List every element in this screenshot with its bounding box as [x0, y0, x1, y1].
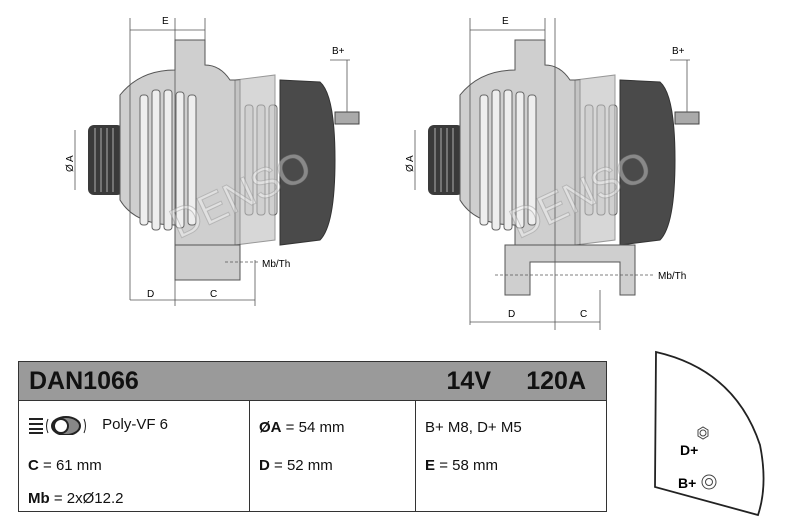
- label-e: E: [502, 16, 509, 27]
- label-b-plus: B+: [332, 46, 345, 57]
- label-mb-th: Mb/Th: [658, 271, 686, 282]
- amperage: 120A: [526, 367, 586, 395]
- pulley-spec: Poly-VF 6: [28, 415, 169, 436]
- d-spec: D = 52 mm: [259, 457, 333, 474]
- d-plus-terminal-icon: [697, 426, 709, 440]
- spec-column-1: Poly-VF 6 C = 61 mm Mb = 2xØ12.2: [19, 401, 250, 511]
- label-c: C: [580, 309, 587, 320]
- b-plus-label: B+: [678, 475, 696, 491]
- label-b-plus: B+: [672, 46, 685, 57]
- label-d: D: [147, 289, 154, 300]
- pulley-clutch-icon: [29, 416, 86, 436]
- spec-column-3: B+ M8, D+ M5 E = 58 mm: [416, 401, 606, 511]
- c-spec: C = 61 mm: [28, 457, 102, 474]
- voltage: 14V: [446, 367, 491, 395]
- alternator-left-view: E B+ Ø A D C Mb/Th DENSO: [65, 16, 360, 306]
- label-e: E: [162, 16, 169, 27]
- a-spec: ØA = 54 mm: [259, 419, 345, 436]
- alternator-right-view: E B+ Ø A D C Mb/Th DENSO: [405, 16, 700, 330]
- part-number: DAN1066: [29, 367, 139, 395]
- label-mb-th: Mb/Th: [262, 259, 290, 270]
- terminal-view: D+ B+: [654, 350, 765, 517]
- label-diameter-a: Ø A: [65, 155, 76, 172]
- e-spec: E = 58 mm: [425, 457, 498, 474]
- label-diameter-a: Ø A: [405, 155, 416, 172]
- alternator-drawings: E B+ Ø A D C Mb/Th DENSO E B+ Ø A D C Mb…: [65, 16, 700, 330]
- d-plus-label: D+: [680, 442, 698, 458]
- b-plus-terminal-icon: [701, 474, 717, 490]
- mb-spec: Mb = 2xØ12.2: [28, 490, 124, 507]
- label-d: D: [508, 309, 515, 320]
- label-c: C: [210, 289, 217, 300]
- terminals-spec: B+ M8, D+ M5: [425, 419, 522, 436]
- spec-column-2: ØA = 54 mm D = 52 mm: [250, 401, 416, 511]
- spec-header: DAN1066 14V 120A: [19, 362, 606, 401]
- pulley-text: Poly-VF 6: [102, 415, 169, 433]
- spec-table: DAN1066 14V 120A Poly-VF 6 C = 61 mm Mb …: [18, 361, 607, 512]
